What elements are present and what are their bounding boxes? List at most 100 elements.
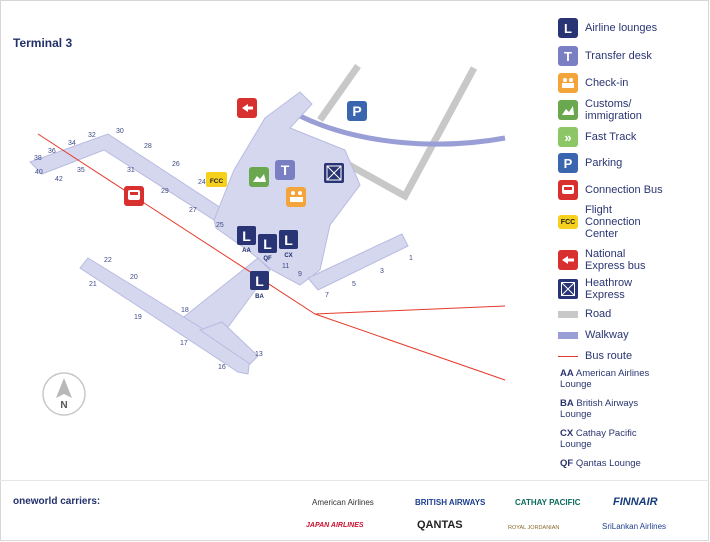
legend-bus: Connection Bus (558, 180, 663, 200)
lounge-qf-map-icon[interactable]: L QF (258, 234, 277, 262)
lounge-qf: QF Qantas Lounge (560, 458, 641, 469)
svg-text:FCC: FCC (210, 178, 224, 185)
parking-icon: P (558, 153, 578, 173)
checkin-map-icon[interactable] (286, 187, 306, 207)
walkway-swatch (558, 331, 578, 339)
gate-9: 9 (298, 271, 302, 278)
legend-heathrow-express: Heathrow Express (558, 277, 632, 301)
lounge-ba-map-icon[interactable]: L BA (250, 271, 269, 300)
lounge-cx-map-icon[interactable]: L CX (279, 230, 298, 259)
parking-map-icon[interactable]: P (347, 101, 367, 121)
svg-text:L: L (242, 228, 251, 244)
gate-29: 29 (161, 188, 169, 195)
gate-13: 13 (255, 351, 263, 358)
gate-21: 21 (89, 281, 97, 288)
gate-30: 30 (116, 128, 124, 135)
svg-text:L: L (284, 232, 293, 248)
svg-text:L: L (255, 273, 264, 289)
roads (317, 63, 478, 201)
terminal-map: 1357911131617181920212224252627282930313… (29, 63, 506, 416)
transfer-desk-icon: T (558, 46, 578, 66)
legend-walkway: Walkway (558, 329, 629, 341)
fcc-icon: FCC (558, 215, 578, 229)
lounge-aa: AA American Airlines Lounge (560, 368, 650, 390)
gate-32: 32 (88, 132, 96, 139)
legend-fcc: FCC Flight Connection Center (558, 204, 641, 240)
cathay-pacific-logo: CATHAY PACIFIC (515, 498, 581, 507)
gate-18: 18 (181, 307, 189, 314)
gate-40: 40 (35, 169, 43, 176)
gate-20: 20 (130, 274, 138, 281)
lounge-aa-map-icon[interactable]: L AA (237, 226, 256, 254)
bus-icon (558, 180, 578, 200)
gate-11: 11 (282, 263, 289, 270)
svg-text:BA: BA (255, 294, 264, 300)
lounge-cx: CX Cathay Pacific Lounge (560, 428, 637, 450)
lounge-icon: L (558, 18, 578, 38)
british-airways-logo: BRITISH AIRWAYS (415, 498, 486, 507)
legend-transfer: T Transfer desk (558, 46, 652, 66)
fast-track-icon: » (558, 127, 578, 147)
gate-34: 34 (68, 140, 76, 147)
svg-text:P: P (352, 103, 361, 119)
svg-text:QF: QF (263, 256, 272, 262)
gate-17: 17 (180, 340, 188, 347)
gate-25: 25 (216, 222, 224, 229)
srilankan-airlines-logo: SriLankan Airlines (602, 522, 667, 531)
footer: oneworld carriers: American Airlines BRI… (0, 480, 709, 542)
national-express-map-icon[interactable] (237, 98, 257, 118)
gate-27: 27 (189, 207, 197, 214)
svg-text:AA: AA (242, 248, 251, 254)
american-airlines-logo: American Airlines (312, 498, 374, 507)
walkway (298, 113, 506, 147)
svg-text:T: T (281, 162, 290, 178)
national-express-icon (558, 250, 578, 270)
gate-numbers: 1357911131617181920212224252627282930313… (34, 128, 413, 371)
gate-36: 36 (48, 148, 56, 155)
check-in-icon (558, 73, 578, 93)
fcc-map-icon[interactable]: FCC (206, 172, 227, 187)
gate-22: 22 (104, 257, 112, 264)
heathrow-express-icon (558, 279, 578, 299)
legend-road: Road (558, 308, 611, 320)
gate-1: 1 (409, 255, 413, 262)
oneworld-carriers-label: oneworld carriers: (13, 496, 101, 507)
customs-map-icon[interactable] (249, 167, 269, 187)
gate-7: 7 (325, 292, 329, 299)
legend-customs: Customs/ immigration (558, 98, 642, 122)
gate-19: 19 (134, 314, 142, 321)
gate-42: 42 (55, 176, 63, 183)
gate-24: 24 (198, 179, 206, 186)
gate-28: 28 (144, 143, 152, 150)
bus-route-swatch (558, 355, 578, 357)
svg-text:L: L (263, 236, 272, 252)
customs-icon (558, 100, 578, 120)
page-title: Terminal 3 (13, 36, 73, 50)
finnair-logo: FINNAIR (613, 496, 658, 508)
gate-35: 35 (77, 167, 85, 174)
transfer-map-icon[interactable]: T (275, 160, 295, 180)
heathrow-express-map-icon[interactable] (324, 163, 344, 183)
legend-lounge: L Airline lounges (558, 18, 657, 38)
road-swatch (558, 310, 578, 318)
gate-5: 5 (352, 281, 356, 288)
royal-jordanian-logo: ROYAL JORDANIAN (508, 525, 560, 531)
bus-route-branch (314, 313, 506, 381)
north-compass-icon: N (42, 372, 86, 416)
japan-airlines-logo: JAPAN AIRLINES (306, 522, 364, 529)
lounge-ba: BA British Airways Lounge (560, 398, 639, 420)
legend-fasttrack: » Fast Track (558, 127, 636, 147)
gate-31: 31 (127, 167, 135, 174)
gate-26: 26 (172, 161, 180, 168)
gate-16: 16 (218, 364, 226, 371)
svg-text:N: N (60, 400, 67, 411)
legend-national-express: National Express bus (558, 248, 646, 272)
legend-bus-route: Bus route (558, 350, 632, 362)
svg-text:CX: CX (284, 253, 292, 259)
legend-checkin: Check-in (558, 73, 628, 93)
legend-parking: P Parking (558, 153, 622, 173)
gate-38: 38 (34, 155, 42, 162)
connection-bus-map-icon[interactable] (124, 186, 144, 206)
gate-3: 3 (380, 268, 384, 275)
